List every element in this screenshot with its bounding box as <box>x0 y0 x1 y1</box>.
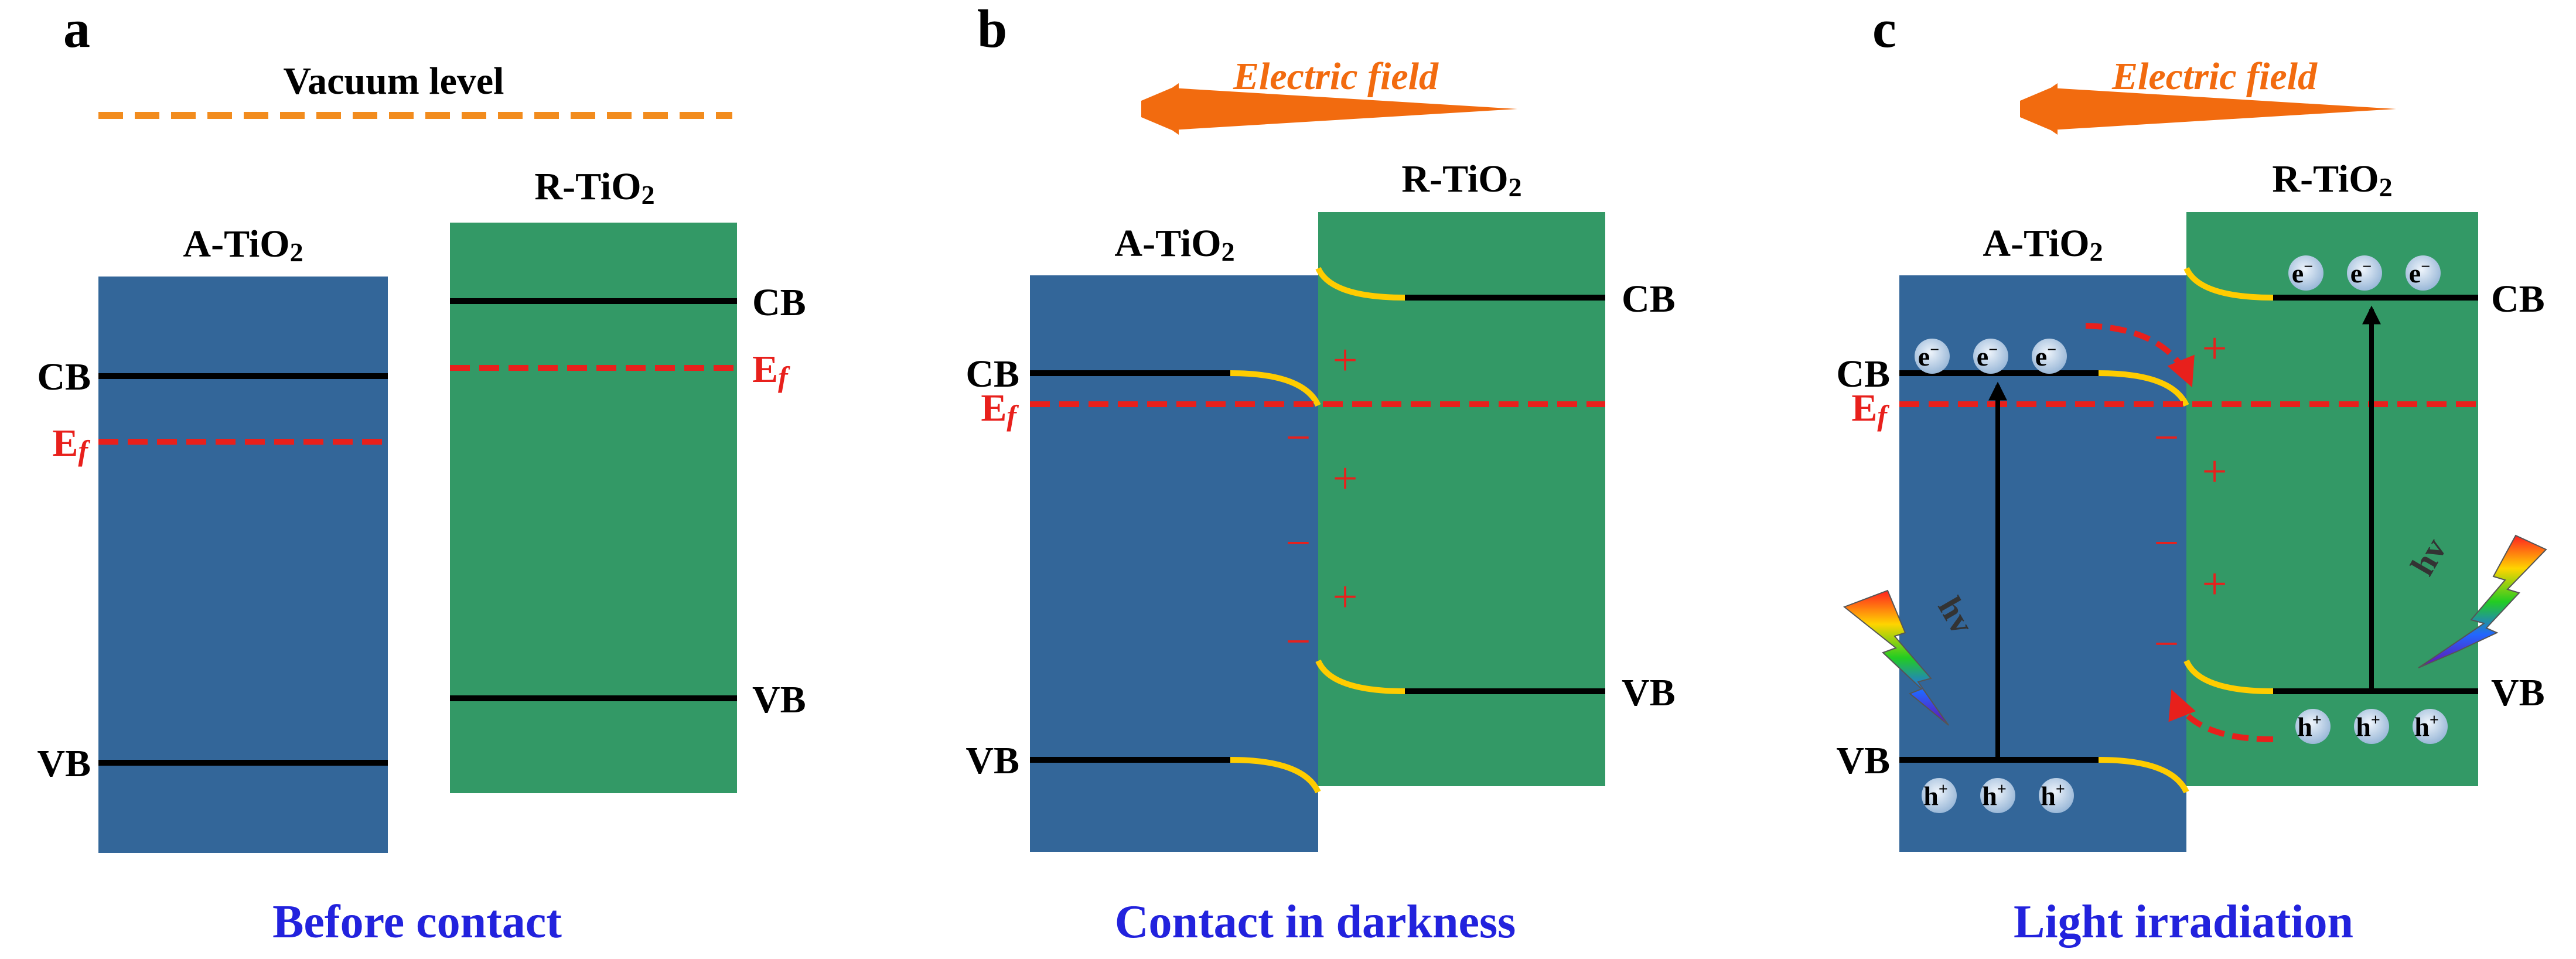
rutile-ef-label: Ef <box>752 348 790 393</box>
panel-caption: Before contact <box>272 896 562 948</box>
panel-b: b Electric field A-TiO2 R-TiO2 CB Ef VB … <box>965 0 1675 948</box>
rutile-vb-label: VB <box>1622 671 1676 714</box>
electric-field-arrow <box>2020 83 2396 135</box>
anatase-vb-label: VB <box>37 742 91 785</box>
hole: h+ <box>1922 778 1957 813</box>
rutile-vb-label: VB <box>2491 671 2545 714</box>
svg-text:h+: h+ <box>2356 711 2380 742</box>
anatase-name: A-TiO2 <box>183 223 303 267</box>
positive-charge: + <box>2202 559 2227 609</box>
rutile-block <box>450 223 737 793</box>
electric-field-arrow <box>1141 83 1517 135</box>
negative-charge: − <box>2154 413 2179 462</box>
anatase-name: A-TiO2 <box>1114 222 1234 267</box>
panel-c: c Electric field A-TiO2 R-TiO2 CB Ef VB … <box>1836 0 2547 948</box>
anatase-cb-label: CB <box>1836 353 1890 395</box>
anatase-ef-label: Ef <box>52 422 90 467</box>
rutile-cb-bent <box>2183 267 2274 301</box>
anatase-vb-bent <box>1230 757 1321 794</box>
vacuum-level-label: Vacuum level <box>283 60 504 103</box>
rutile-name: R-TiO2 <box>534 165 654 210</box>
anatase-cb-label: CB <box>37 356 91 398</box>
fermi-label: Ef <box>1851 387 1889 432</box>
panel-a: a Vacuum level A-TiO2 CB Ef VB R-TiO2 CB… <box>37 0 806 948</box>
rutile-cb-label: CB <box>1622 278 1676 320</box>
anatase-cb-label: CB <box>965 353 1019 395</box>
electric-field-label: Electric field <box>2111 55 2318 98</box>
anatase-cb-bent <box>1230 370 1321 407</box>
rutile-vb-bent <box>1315 659 1405 694</box>
svg-text:h+: h+ <box>2414 711 2439 742</box>
hole: h+ <box>1980 778 2015 813</box>
svg-text:e−: e− <box>1918 341 1939 371</box>
light-bolt-icon <box>2418 534 2547 668</box>
anatase-block <box>98 277 388 853</box>
svg-text:e−: e− <box>2035 341 2056 371</box>
rutile-cb-bent <box>1315 267 1405 301</box>
positive-charge: + <box>1333 572 1358 622</box>
hole-transfer-arrow <box>2168 689 2274 742</box>
positive-charge: + <box>1333 336 1358 385</box>
electron: e− <box>1973 339 2008 374</box>
positive-charge: + <box>1333 454 1358 503</box>
svg-text:e−: e− <box>1977 341 1998 371</box>
negative-charge: − <box>1286 617 1311 666</box>
panel-letter: a <box>63 0 90 59</box>
hole: h+ <box>2354 709 2389 744</box>
electric-field-label: Electric field <box>1233 55 1439 98</box>
negative-charge: − <box>2154 518 2179 568</box>
rutile-vb-label: VB <box>752 678 806 721</box>
light-bolt-icon <box>1843 589 1949 726</box>
rutile-cb-label: CB <box>2491 278 2545 320</box>
svg-text:h+: h+ <box>2041 780 2065 811</box>
rutile-name: R-TiO2 <box>2272 158 2392 202</box>
positive-charge: + <box>2202 447 2227 496</box>
anatase-vb-label: VB <box>1836 739 1890 782</box>
rutile-cb-label: CB <box>752 281 806 324</box>
negative-charge: − <box>1286 518 1311 568</box>
panel-letter: c <box>1872 0 1896 59</box>
electron: e− <box>2032 339 2067 374</box>
svg-text:h+: h+ <box>2297 711 2322 742</box>
electron: e− <box>2406 255 2441 291</box>
svg-text:h+: h+ <box>1923 780 1948 811</box>
anatase-name: A-TiO2 <box>1983 222 2103 267</box>
positive-charge: + <box>2202 324 2227 373</box>
panel-letter: b <box>977 0 1007 59</box>
anatase-vb-bent <box>2098 757 2189 794</box>
svg-text:e−: e− <box>2292 258 2313 288</box>
negative-charge: − <box>1286 413 1311 462</box>
negative-charge: − <box>2154 619 2179 668</box>
rutile-vb-bent <box>2183 659 2274 694</box>
svg-text:e−: e− <box>2350 258 2372 288</box>
electron-transfer-arrow <box>2085 323 2195 388</box>
svg-text:h+: h+ <box>1982 780 2007 811</box>
panel-caption: Light irradiation <box>2014 896 2353 948</box>
fermi-label: Ef <box>981 387 1019 432</box>
hole: h+ <box>2295 709 2331 744</box>
anatase-cb-bent <box>2098 370 2189 407</box>
hole: h+ <box>2413 709 2448 744</box>
electron: e− <box>2288 255 2323 291</box>
electron: e− <box>2347 255 2382 291</box>
panel-caption: Contact in darkness <box>1115 896 1516 948</box>
hole: h+ <box>2039 778 2074 813</box>
electron: e− <box>1915 339 1950 374</box>
rutile-name: R-TiO2 <box>1401 158 1521 202</box>
svg-text:e−: e− <box>2409 258 2430 288</box>
anatase-vb-label: VB <box>965 739 1019 782</box>
